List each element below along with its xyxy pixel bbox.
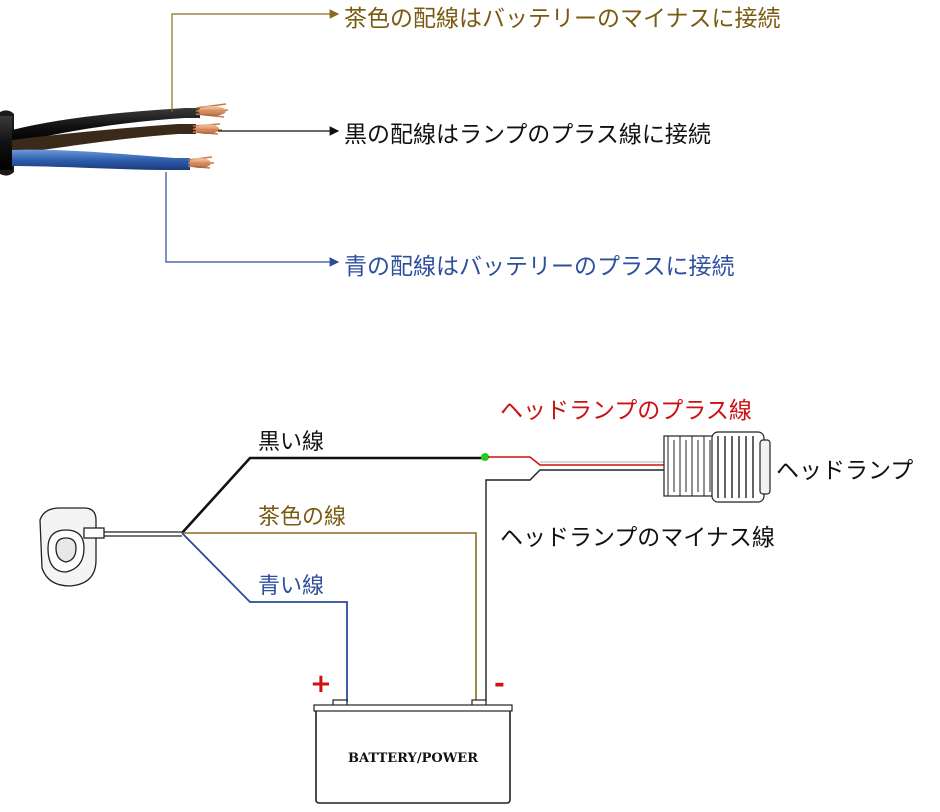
black-wire-photo xyxy=(12,108,200,144)
battery-plus-sign: + xyxy=(310,669,332,699)
headlamp-icon xyxy=(663,431,771,503)
label-blue-wire: 青い線 xyxy=(258,574,324,599)
label-brown-wire: 茶色の線 xyxy=(258,505,346,530)
brown-wire xyxy=(182,532,477,702)
battery-icon xyxy=(313,699,513,804)
switch-icon xyxy=(39,507,105,587)
blue-wire xyxy=(181,532,348,702)
blue-wire-photo xyxy=(12,149,190,170)
label-lamp-minus: ヘッドランプのマイナス線 xyxy=(500,525,775,551)
lamp-plus-wire xyxy=(488,456,666,466)
label-lamp-plus: ヘッドランプのプラス線 xyxy=(500,398,752,424)
battery-label: BATTERY/POWER xyxy=(348,751,478,766)
brown-wire-photo xyxy=(12,124,196,154)
blue-leader-line xyxy=(165,172,340,267)
label-black-top: 黒の配線はランプのプラス線に接続 xyxy=(344,122,711,148)
junction-dot xyxy=(481,453,489,461)
battery-minus-sign: - xyxy=(494,669,505,699)
cable-illustration xyxy=(0,103,229,176)
label-black-wire: 黒い線 xyxy=(258,430,324,455)
label-headlamp: ヘッドランプ xyxy=(776,458,913,484)
lamp-minus-wire xyxy=(485,469,666,702)
label-brown-top: 茶色の配線はバッテリーのマイナスに接続 xyxy=(344,6,781,32)
label-blue-top: 青の配線はバッテリーのプラスに接続 xyxy=(344,254,735,280)
black-wire xyxy=(181,456,485,534)
brown-leader-line xyxy=(171,9,340,112)
